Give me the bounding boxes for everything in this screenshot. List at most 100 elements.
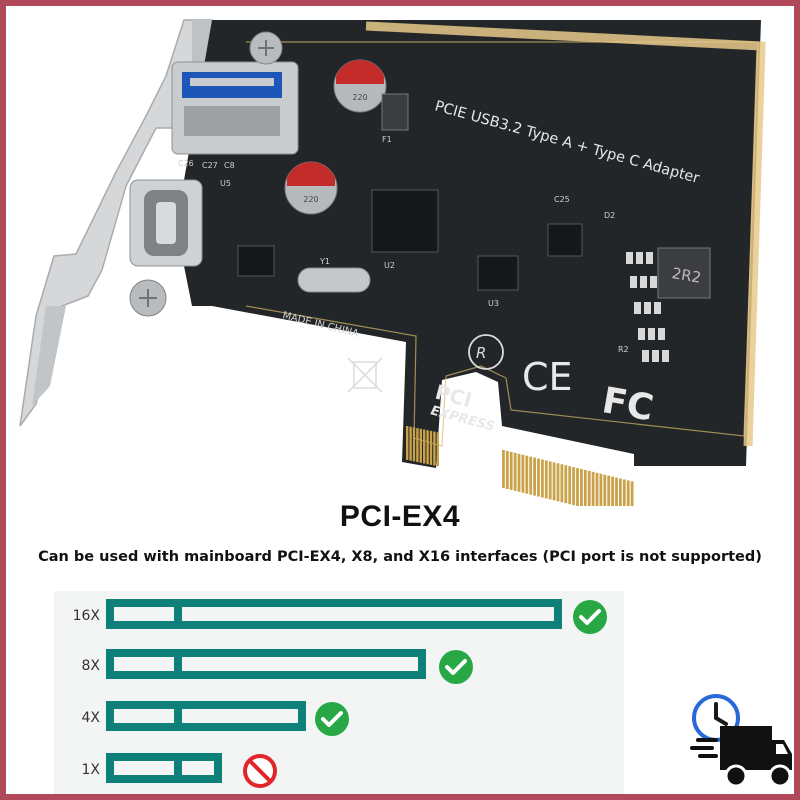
- ul-logo-icon: R: [468, 334, 504, 370]
- gold-finger: [607, 475, 611, 506]
- gold-finger: [630, 481, 634, 506]
- slot-compatibility-diagram: 16X 8X 4X: [54, 591, 624, 794]
- smd-resistor: [634, 302, 641, 314]
- svg-text:220: 220: [303, 195, 318, 204]
- pcie-slot-16x: [106, 599, 562, 629]
- component-label: C27: [202, 161, 218, 170]
- component-label: C8: [224, 161, 235, 170]
- gold-finger: [599, 473, 603, 506]
- usb-c-port: [129, 179, 203, 267]
- gold-finger: [426, 430, 429, 465]
- smd-resistor: [638, 328, 645, 340]
- inductor-label: 2R2: [670, 264, 702, 287]
- gold-finger: [423, 429, 426, 464]
- component-label: R2: [618, 345, 629, 354]
- gold-finger: [564, 465, 568, 504]
- component-label: F1: [382, 135, 392, 144]
- gold-finger: [595, 472, 599, 506]
- svg-text:220: 220: [352, 93, 367, 102]
- product-title: PCI-EX4: [339, 500, 461, 533]
- check-circle-icon: [439, 650, 473, 684]
- small-chip-u3: [477, 255, 519, 291]
- prohibited-icon: [243, 754, 277, 788]
- slot-row-8x: 8X: [54, 647, 624, 687]
- smd-resistor: [630, 276, 637, 288]
- component-label: D2: [604, 211, 615, 220]
- gold-finger: [517, 453, 521, 492]
- smd-resistor: [662, 350, 669, 362]
- gold-finger: [544, 460, 548, 499]
- ce-logo: CE: [522, 355, 573, 399]
- gold-finger: [419, 428, 422, 463]
- resistor-array: [626, 252, 669, 362]
- smd-resistor: [646, 252, 653, 264]
- gold-finger: [568, 466, 572, 505]
- gold-finger: [541, 459, 544, 498]
- fuse-f1: [381, 93, 409, 131]
- svg-text:R: R: [476, 344, 486, 362]
- screw-top: [249, 31, 283, 65]
- pcie-slot-1x: [106, 753, 222, 783]
- regulator-chip: [547, 223, 583, 257]
- smd-resistor: [640, 276, 647, 288]
- gold-finger: [587, 470, 591, 506]
- gold-finger: [509, 451, 513, 490]
- check-circle-icon: [573, 600, 607, 634]
- pcie-slot-8x: [106, 649, 426, 679]
- gold-finger: [615, 477, 618, 506]
- gold-finger: [505, 450, 509, 489]
- gold-finger: [626, 480, 630, 506]
- component-label: U3: [488, 299, 499, 308]
- delivery-truck-clock-icon: [690, 694, 792, 788]
- gold-finger: [560, 464, 564, 503]
- gold-finger: [583, 469, 587, 506]
- slot-row-1x: 1X: [54, 751, 624, 791]
- smd-resistor: [652, 350, 659, 362]
- gold-finger: [412, 427, 416, 462]
- inductor-2r2: 2R2: [657, 247, 711, 299]
- smd-resistor: [650, 276, 657, 288]
- crystal-y1: [297, 267, 371, 293]
- gold-finger: [556, 463, 560, 502]
- gold-finger: [525, 455, 529, 494]
- gold-finger: [611, 476, 614, 506]
- gold-finger: [591, 471, 595, 506]
- gold-finger: [433, 431, 436, 466]
- smd-resistor: [658, 328, 665, 340]
- pcie-card-photo: 220 220 2R2 PCIE USB3.2 Type A + Type C …: [19, 19, 766, 506]
- slot-label: 4X: [81, 710, 101, 726]
- gold-finger: [436, 432, 439, 467]
- component-label: C25: [554, 195, 570, 204]
- slot-label: 16X: [72, 608, 100, 624]
- slot-label: 1X: [81, 762, 101, 778]
- fc-logo: FC: [599, 380, 656, 429]
- pcie-slot-4x: [106, 701, 306, 731]
- gold-finger: [513, 452, 517, 491]
- gold-edge-connector: [406, 426, 634, 506]
- screw-bottom: [129, 279, 167, 317]
- smd-resistor: [654, 302, 661, 314]
- gold-finger: [619, 478, 622, 506]
- smd-resistor: [636, 252, 643, 264]
- weee-bin-icon: [347, 357, 383, 393]
- gold-finger: [416, 428, 419, 463]
- smd-resistor: [648, 328, 655, 340]
- gold-finger: [537, 458, 540, 497]
- pcb-board: [176, 20, 766, 468]
- smd-resistor: [642, 350, 649, 362]
- slot-row-16x: 16X: [54, 597, 624, 637]
- gold-finger: [552, 462, 556, 501]
- component-label: U5: [220, 179, 231, 188]
- component-label: Y1: [319, 257, 330, 266]
- slot-row-4x: 4X: [54, 699, 624, 739]
- controller-chip: [371, 189, 439, 253]
- compatibility-note: Can be used with mainboard PCI-EX4, X8, …: [38, 549, 762, 565]
- check-circle-icon: [315, 702, 349, 736]
- gold-finger: [521, 454, 525, 493]
- gold-finger: [548, 461, 552, 500]
- smd-resistor: [644, 302, 651, 314]
- gold-finger: [502, 450, 505, 488]
- usb-a-port: [171, 61, 299, 155]
- gold-finger: [529, 456, 533, 495]
